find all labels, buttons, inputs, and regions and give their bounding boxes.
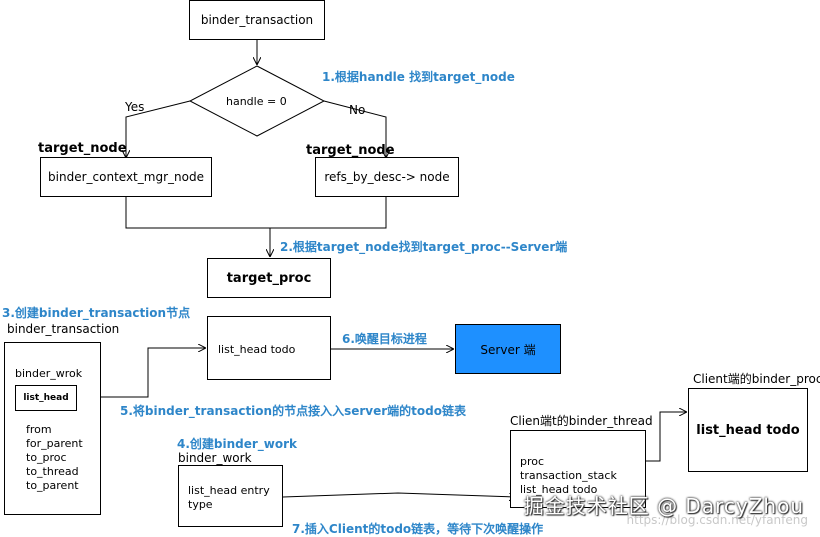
step-5-label: 5.将binder_transaction的节点接入入server端的todo链…	[120, 404, 466, 418]
decision-text: handle = 0	[226, 95, 287, 108]
yes-label: Yes	[125, 100, 145, 114]
arrow-work-to-client-todo	[282, 492, 516, 497]
target-node-label-left: target_node	[38, 141, 127, 156]
decision-diamond	[188, 65, 326, 137]
client-proc-label: Client端的binder_proc	[693, 372, 820, 386]
watermark-text: 掘金技术社区 @ DarcyZhou	[523, 494, 804, 518]
field-list-head-todo: list_head todo	[520, 483, 598, 496]
binder-transaction-struct-box: binder_wrok list_head from for_parent to…	[4, 342, 101, 515]
step-4-label: 4.创建binder_work	[177, 437, 298, 451]
binder-transaction-struct-label: binder_transaction	[7, 322, 120, 336]
server-todo-box: list_head todo	[207, 316, 331, 380]
list-head-inner-text: list_head	[23, 393, 69, 403]
client-thread-label: Clien端t的binder_thread	[510, 414, 653, 428]
no-label: No	[349, 103, 366, 117]
list-head-inner-box: list_head	[15, 385, 77, 411]
client-thread-box: proc transaction_stack list_head todo	[510, 430, 646, 508]
target-proc-text: target_proc	[226, 270, 312, 286]
binder-work-struct-label: binder_work	[178, 451, 252, 465]
watermark-url: https://blog.csdn.net/yfanfeng	[626, 513, 808, 527]
field-transaction-stack: transaction_stack	[520, 469, 617, 482]
server-box: Server 端	[455, 324, 561, 374]
arrow-yes-branch	[126, 100, 191, 157]
field-to-proc: to_proc	[26, 451, 67, 464]
server-todo-text: list_head todo	[218, 343, 296, 356]
context-mgr-node-box: binder_context_mgr_node	[40, 157, 212, 197]
field-to-thread: to_thread	[26, 465, 79, 478]
merge-line	[125, 197, 387, 229]
field-list-head-entry: list_head entry	[188, 484, 270, 497]
target-proc-box: target_proc	[207, 258, 331, 298]
field-for-parent: for_parent	[26, 437, 83, 450]
arrow-no-branch	[323, 100, 386, 157]
client-proc-box: list_head todo	[688, 388, 808, 472]
target-node-label-right: target_node	[306, 143, 395, 158]
refs-by-desc-box: refs_by_desc-> node	[315, 157, 459, 197]
field-proc: proc	[520, 455, 545, 468]
step-7-label: 7.插入Client的todo链表，等待下次唤醒操作	[292, 522, 544, 536]
arrow-transaction-to-server-todo	[72, 348, 205, 398]
context-mgr-node-text: binder_context_mgr_node	[48, 170, 204, 184]
binder-work-fields: list_head entry type	[188, 484, 270, 512]
client-proc-todo-text: list_head todo	[696, 422, 800, 438]
binder-transaction-start-box: binder_transaction	[189, 0, 325, 40]
step-1-label: 1.根据handle 找到target_node	[322, 70, 515, 84]
binder-transaction-start-text: binder_transaction	[200, 13, 314, 27]
transaction-fields: from for_parent to_proc to_thread to_par…	[26, 423, 83, 493]
binder-work-box: list_head entry type	[178, 465, 283, 527]
step-3-label: 3.创建binder_transaction节点	[2, 306, 191, 320]
step-6-label: 6.唤醒目标进程	[342, 332, 427, 346]
field-from: from	[26, 423, 52, 436]
server-text: Server 端	[480, 342, 536, 357]
client-thread-fields: proc transaction_stack list_head todo	[520, 455, 617, 497]
field-type: type	[188, 498, 213, 511]
field-to-parent: to_parent	[26, 479, 79, 492]
step-2-label: 2.根据target_node找到target_proc--Server端	[280, 240, 568, 254]
binder-wrok-label: binder_wrok	[15, 367, 83, 380]
refs-by-desc-text: refs_by_desc-> node	[324, 170, 450, 184]
